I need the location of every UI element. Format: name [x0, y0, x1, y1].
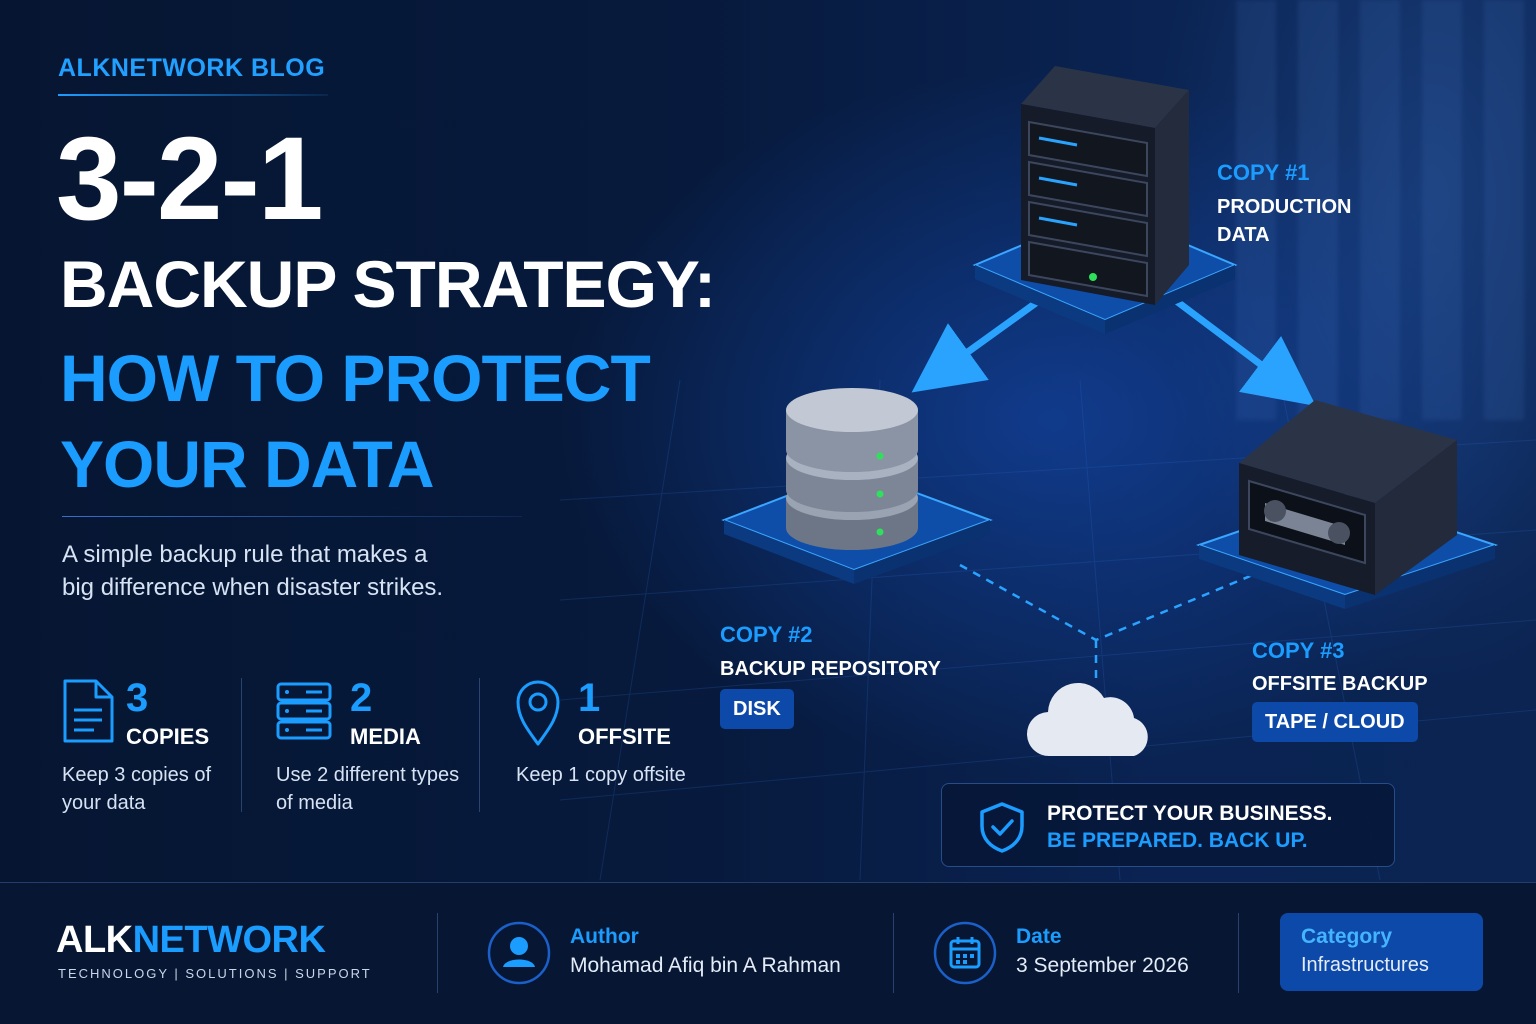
brand-tagline: TECHNOLOGY | SOLUTIONS | SUPPORT [58, 966, 372, 981]
call-to-action-box: PROTECT YOUR BUSINESS. BE PREPARED. BACK… [941, 783, 1395, 867]
rule-number: 1 [578, 676, 601, 720]
rule-media: 2 MEDIA Use 2 different types of media [276, 676, 466, 826]
rule-word: MEDIA [350, 724, 421, 749]
cta-line-2: BE PREPARED. BACK UP. [1047, 829, 1308, 852]
rule-word: OFFSITE [578, 724, 671, 749]
title-sub: BACKUP STRATEGY: [60, 247, 716, 321]
user-avatar-icon [487, 921, 551, 985]
copy1-description: PRODUCTION DATA [1217, 196, 1352, 246]
author-value[interactable]: Mohamad Afiq bin A Rahman [570, 954, 841, 977]
server-stack-icon [276, 682, 332, 740]
arrow-to-copy3 [1172, 297, 1316, 407]
footer-separator [893, 913, 894, 993]
date-value: 3 September 2026 [1016, 954, 1189, 977]
blog-label-underline [58, 94, 328, 96]
brand-logo-part-a: ALK [56, 919, 133, 961]
copy3-media-badge: TAPE / CLOUD [1252, 702, 1418, 742]
rule-description: Keep 1 copy offsite [516, 764, 686, 786]
cloud-icon [1026, 682, 1148, 757]
disk-storage-icon [721, 388, 993, 584]
rule-separator [479, 678, 480, 812]
title-divider [62, 516, 522, 517]
date-label: Date [1016, 925, 1062, 948]
rule-separator [241, 678, 242, 812]
blog-label: ALKNETWORK BLOG [58, 54, 326, 82]
category-badge[interactable]: Category Infrastructures [1280, 913, 1483, 991]
tape-drive-icon [1195, 400, 1499, 609]
cta-line-1: PROTECT YOUR BUSINESS. [1047, 802, 1333, 825]
author-label: Author [570, 925, 639, 948]
rule-number: 2 [350, 676, 373, 720]
rule-offsite: 1 OFFSITE Keep 1 copy offsite [514, 676, 694, 826]
calendar-icon [933, 921, 997, 985]
location-pin-icon [516, 680, 560, 746]
category-label: Category [1301, 925, 1393, 948]
title-accent: HOW TO PROTECT YOUR DATA [60, 341, 651, 501]
arrow-to-copy2 [911, 297, 1043, 393]
copy3-label: COPY #3 [1252, 638, 1345, 663]
shield-check-icon [980, 802, 1024, 853]
document-icon [63, 679, 114, 743]
brand-logo-part-b: NETWORK [132, 919, 326, 961]
rule-number: 3 [126, 676, 149, 720]
category-value: Infrastructures [1301, 954, 1429, 976]
copy2-media-badge: DISK [720, 689, 794, 729]
copy2-description: BACKUP REPOSITORY [720, 658, 941, 680]
copy3-description: OFFSITE BACKUP [1252, 673, 1428, 695]
rule-description: Use 2 different types of media [276, 764, 460, 814]
production-server-icon [972, 66, 1238, 334]
copy1-label: COPY #1 [1217, 160, 1310, 185]
rule-word: COPIES [126, 724, 210, 749]
footer-bar: ALKNETWORK TECHNOLOGY | SOLUTIONS | SUPP… [0, 882, 1536, 1024]
footer-separator [437, 913, 438, 993]
title-main: 3-2-1 [56, 113, 323, 245]
copy2-label: COPY #2 [720, 622, 813, 647]
rule-copies: 3 COPIES Keep 3 copies of your data [62, 676, 232, 826]
footer-separator [1238, 913, 1239, 993]
subtitle: A simple backup rule that makes a big di… [62, 541, 444, 602]
rule-description: Keep 3 copies of your data [62, 764, 211, 814]
brand-logo[interactable]: ALKNETWORK [56, 919, 326, 962]
